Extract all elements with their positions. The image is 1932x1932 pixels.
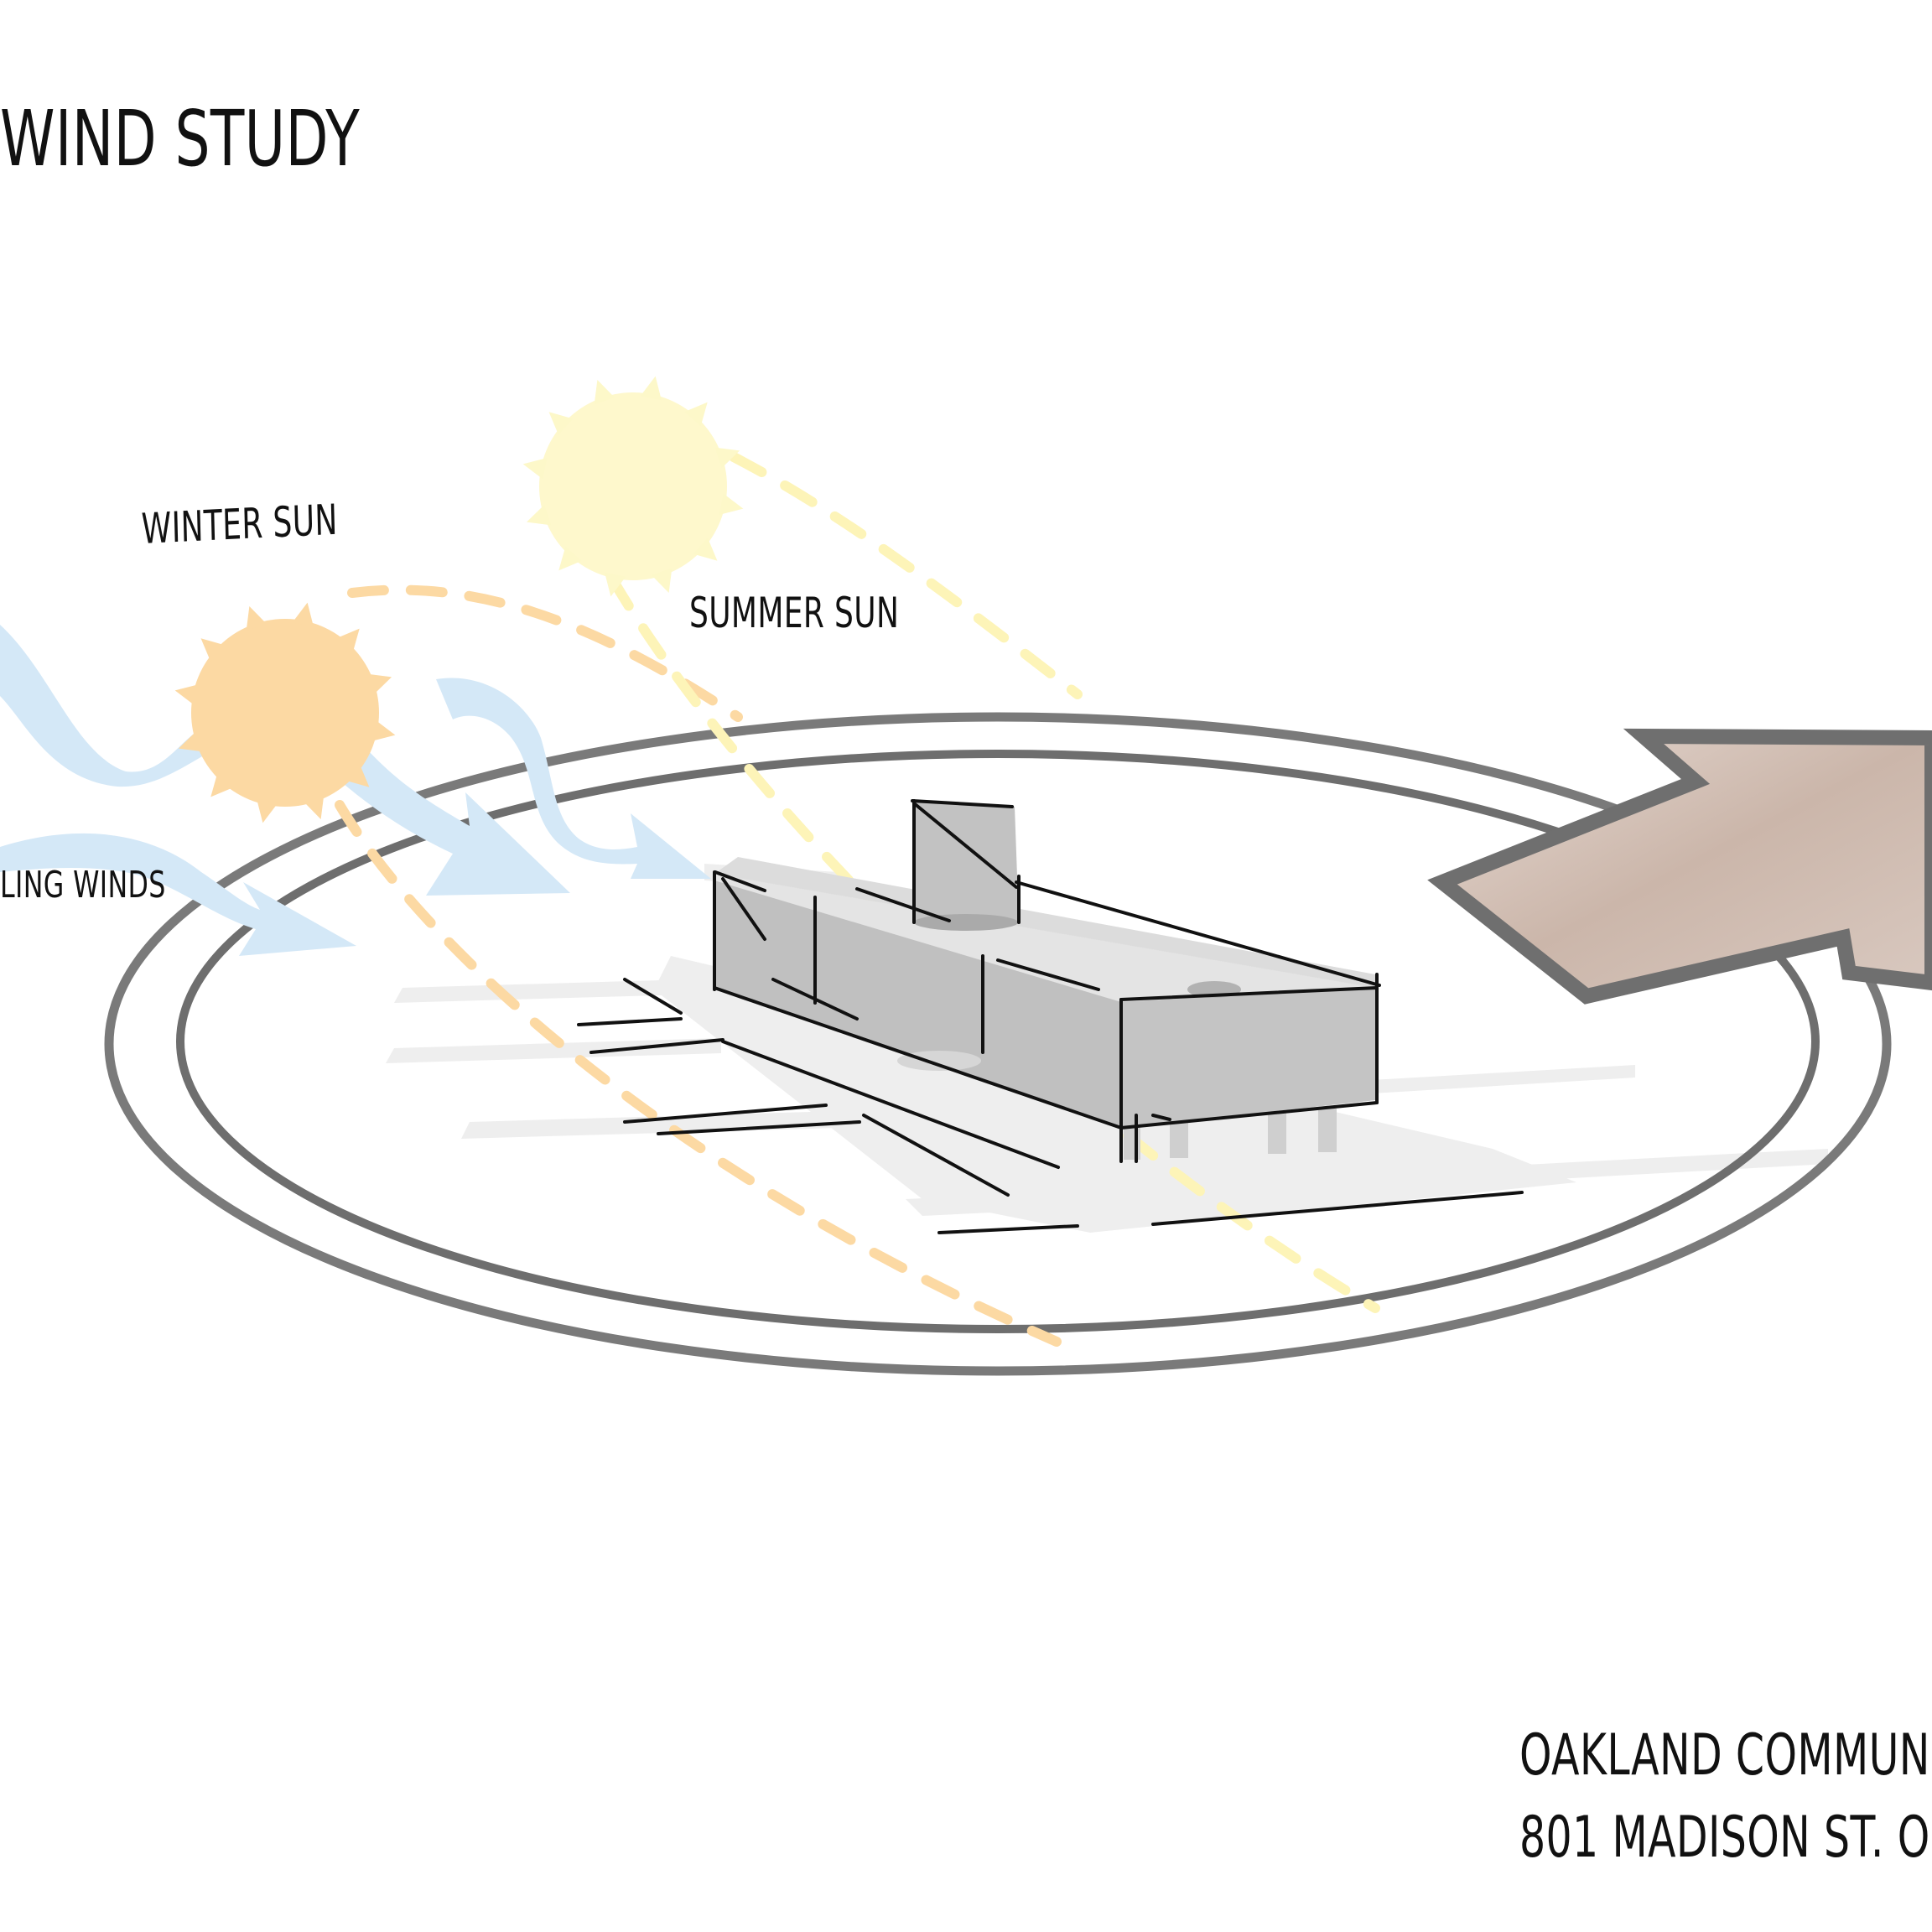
building-massing: [714, 801, 1375, 1160]
sun-ray: [200, 638, 226, 662]
sun-ray: [684, 402, 708, 427]
sun-ray: [292, 602, 314, 627]
sun-ray: [548, 412, 574, 435]
sun-ray: [210, 772, 234, 797]
diagram-title: WIND STUDY: [0, 94, 361, 184]
sun-ray: [693, 538, 718, 561]
prevailing-winds: [0, 625, 711, 956]
sun-ray: [336, 628, 360, 653]
sun-ray: [526, 504, 552, 526]
sun-ray: [558, 546, 582, 571]
sun-ray: [522, 458, 548, 480]
prevailing-winds-label: LING WINDS: [0, 864, 166, 906]
sun-ray: [303, 794, 325, 820]
sun-ray: [719, 493, 744, 515]
project-address: 801 MADISON ST. O: [1519, 1805, 1930, 1871]
sun-ray: [371, 719, 396, 741]
project-name: OAKLAND COMMUN: [1519, 1722, 1930, 1789]
sun-ray: [640, 376, 662, 401]
winter-sun-icon: [174, 602, 396, 823]
building-linework: [577, 799, 1524, 1234]
summer-sun-icon: [522, 376, 744, 597]
sun-ray: [178, 730, 204, 752]
sun-ray: [714, 447, 740, 469]
winter-sun-label: WINTER SUN: [141, 495, 339, 553]
sun-ray: [594, 379, 615, 405]
north-arrow: [1427, 728, 1932, 1005]
sun-ray: [345, 764, 370, 787]
sun-ray: [174, 684, 200, 706]
winter-sun-path: [335, 584, 1062, 1347]
summer-sun-path: [607, 452, 1380, 1313]
sun-ray: [605, 572, 626, 597]
sun-ray: [246, 605, 267, 631]
site-ring: [104, 712, 1892, 1376]
sun-ray: [366, 673, 392, 695]
summer-sun-label: SUMMER SUN: [689, 589, 900, 637]
sun-ray: [651, 568, 673, 594]
sun-ray: [257, 798, 278, 823]
